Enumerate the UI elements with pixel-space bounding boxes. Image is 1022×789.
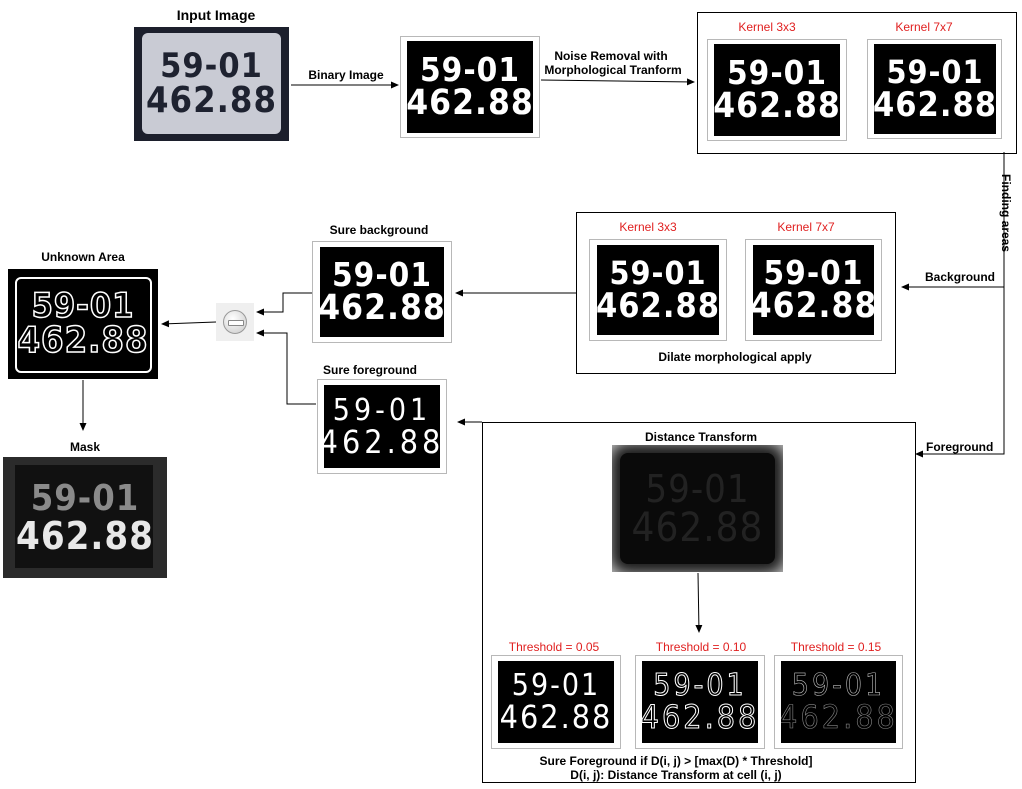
subtract-operator (216, 303, 254, 341)
threshold-005-label: Threshold = 0.05 (508, 640, 600, 654)
threshold-015-image: 59-01 462.88 (781, 661, 896, 743)
threshold-010-label: Threshold = 0.10 (655, 640, 747, 654)
distance-transform-label: Distance Transform (644, 430, 758, 444)
mask-image: 59-01 462.88 (3, 457, 167, 578)
binary-image-label: Binary Image (308, 68, 384, 82)
sure-foreground-image: 59-01 462.88 (324, 385, 440, 468)
dilate-box (576, 212, 896, 374)
unknown-area-image: 59-01 462.88 (8, 269, 158, 379)
dilate-kernel3-image: 59-01 462.88 (597, 245, 719, 335)
threshold-015-label: Threshold = 0.15 (790, 640, 882, 654)
background-label: Background (925, 270, 996, 284)
input-image: 59-01 462.88 (134, 27, 289, 141)
dilate-kernel7-image: 59-01 462.88 (753, 245, 874, 335)
threshold-005-image: 59-01 462.88 (498, 661, 614, 743)
threshold-010-image: 59-01 462.88 (642, 661, 758, 743)
sure-background-image: 59-01 462.88 (320, 247, 444, 337)
minus-icon (228, 320, 244, 326)
arrow-surefg-to-minus (256, 329, 316, 405)
arrow-minus-to-unknown (161, 320, 217, 328)
arrow-surebg-to-minus (256, 292, 312, 316)
unknown-area-label: Unknown Area (41, 250, 125, 264)
noise-kernel7-image: 59-01 462.88 (874, 44, 996, 134)
finding-areas-label: Finding areas (999, 174, 1013, 253)
input-image-label: Input Image (176, 7, 256, 23)
dilate-caption: Dilate morphological apply (658, 350, 812, 364)
distance-transform-image: 59-01 462.88 (612, 445, 783, 572)
formula-line-1: Sure Foreground if D(i, j) > [max(D) * T… (539, 754, 813, 768)
dilate-kernel3-label: Kernel 3x3 (619, 220, 677, 234)
noise-removal-label-1: Noise Removal with (554, 49, 668, 63)
mask-label: Mask (69, 440, 101, 454)
noise-kernel7-label: Kernel 7x7 (895, 20, 953, 34)
arrow-to-foreground (915, 287, 1005, 458)
formula-line-2: D(i, j): Distance Transform at cell (i, … (570, 768, 782, 782)
sure-background-label: Sure background (329, 223, 429, 237)
noise-kernel3-label: Kernel 3x3 (738, 20, 796, 34)
dilate-kernel7-label: Kernel 7x7 (777, 220, 835, 234)
binary-image: 59-01 462.88 (407, 41, 533, 133)
arrow-to-background (901, 152, 1005, 291)
noise-kernel3-image: 59-01 462.88 (714, 44, 840, 136)
noise-removal-box (697, 12, 1017, 154)
distance-transform-box (482, 422, 916, 783)
arrow-distance-to-threshold (695, 572, 703, 633)
noise-removal-label-2: Morphological Tranform (544, 63, 682, 77)
arrow-binary-to-noise (540, 78, 695, 86)
foreground-label: Foreground (926, 440, 994, 454)
sure-foreground-label: Sure foreground (322, 363, 418, 377)
